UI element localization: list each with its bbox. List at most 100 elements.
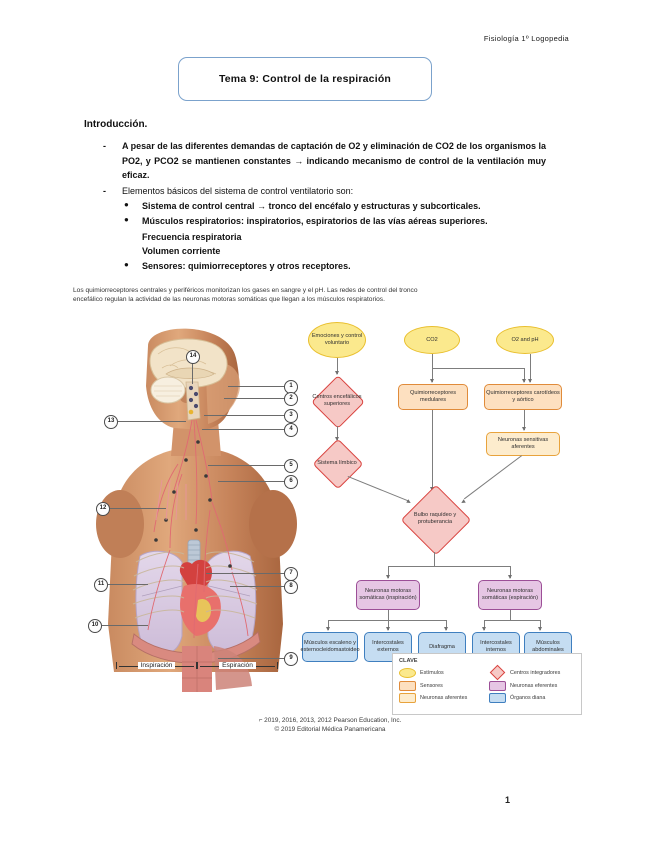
leader-line-4 <box>202 429 286 430</box>
node-co2: CO2 <box>404 326 460 354</box>
arrowhead-abdominales <box>537 627 542 631</box>
conn-insp-bus <box>328 620 446 621</box>
conn-insp-b2 <box>388 620 389 630</box>
callout-11: 11 <box>94 578 108 592</box>
conn-sensitivas-bulbo <box>463 455 522 500</box>
leader-line-8 <box>230 586 286 587</box>
bullet-dot-icon: ● <box>124 200 129 210</box>
page-number: 1 <box>505 795 511 805</box>
legend-swatch-sensor-icon <box>399 680 416 691</box>
conn-insp-b1 <box>328 620 329 630</box>
leader-line-3 <box>204 415 286 416</box>
bullet-label-1: Sistema de control central → tronco del … <box>142 201 481 212</box>
callout-3: 3 <box>284 409 298 423</box>
arrowhead-inspiracion <box>385 575 390 579</box>
leader-line-9 <box>218 658 286 659</box>
arrowhead-o2 <box>527 379 532 383</box>
node-centros-encefalicos: Centros encefálicos superiores <box>312 394 362 407</box>
conn-esp-down <box>510 610 511 620</box>
callout-5: 5 <box>284 459 298 473</box>
dash-item-1: - A pesar de las diferentes demandas de … <box>84 139 546 183</box>
body-content: - A pesar de las diferentes demandas de … <box>84 139 546 274</box>
legend-swatch-oval-icon <box>399 667 416 678</box>
node-neuronas-sensitivas: Neuronas sensitivas aferentes <box>486 432 560 456</box>
legend-swatch-afferent-icon <box>399 693 416 703</box>
leader-line-11 <box>108 584 148 585</box>
arrowhead-co2-medulares <box>429 379 434 383</box>
espiration-label-wrap: Espiración <box>197 662 278 669</box>
leader-line-2 <box>224 398 286 399</box>
espiration-label: Espiración <box>219 662 256 669</box>
arrowhead-intercostales-externos <box>385 627 390 631</box>
arrowhead-escaleno <box>325 627 330 631</box>
conn-co2-right <box>432 368 524 369</box>
leader-line-14 <box>192 362 193 384</box>
conn-centros-down <box>337 426 338 440</box>
conn-carotideos-down <box>524 410 525 430</box>
conn-emociones-down <box>337 358 338 374</box>
callout-9: 9 <box>284 652 298 666</box>
conn-to-espiracion <box>510 566 511 578</box>
leader-line-5 <box>208 465 286 466</box>
page-title: Tema 9: Control de la respiración <box>218 73 392 85</box>
legend-item-organos-diana: Órganos diana <box>489 693 575 703</box>
document-header: Fisiología 1º Logopedia <box>483 34 569 43</box>
dash-marker: - <box>103 185 106 196</box>
conn-bulbo-down <box>434 552 435 566</box>
node-sistema-limbico-wrap: Sistema límbico <box>312 438 364 490</box>
breathing-phase-labels: Inspiración Espiración <box>116 662 278 669</box>
arrowhead-intercostales-internos <box>481 627 486 631</box>
legend-label-sensores: Sensores <box>420 682 443 689</box>
conn-co2-down <box>432 354 433 368</box>
section-heading: Introducción. <box>84 119 148 130</box>
conn-o2-down <box>530 354 531 382</box>
node-o2-ph: O2 and pH <box>496 326 554 354</box>
sub-line-2: Volumen corriente <box>142 246 221 257</box>
node-sistema-limbico: Sistema límbico <box>317 459 357 466</box>
legend-label-neuronas-eferentes: Neuronas eferentes <box>510 682 558 689</box>
node-quimio-medulares: Quimiorreceptores medulares <box>398 384 468 410</box>
legend-title: CLAVE <box>399 658 418 664</box>
callout-12: 12 <box>96 502 110 516</box>
arrowhead-diafragma <box>443 627 448 631</box>
conn-co2-to-carotideos <box>524 368 525 382</box>
callout-7: 7 <box>284 567 298 581</box>
anatomy-illustration: 1 2 3 4 5 6 7 8 9 10 11 12 13 <box>78 324 310 694</box>
sub-line-1: Frecuencia respiratoria <box>142 231 242 242</box>
legend-swatch-diamond-icon <box>489 664 506 681</box>
conn-insp-down <box>388 610 389 620</box>
node-centros-encefalicos-wrap: Centros encefálicos superiores <box>310 374 365 429</box>
inspiration-label-wrap: Inspiración <box>116 662 197 669</box>
bullet-dot-icon: ● <box>124 259 129 269</box>
leader-line-13 <box>118 421 186 422</box>
dash-item-2: - Elementos básicos del sistema de contr… <box>84 184 546 199</box>
callout-13: 13 <box>104 415 118 429</box>
node-quimio-carotideos: Quimiorreceptores carotídeos y aórtico <box>484 384 562 410</box>
callout-10: 10 <box>88 619 102 633</box>
leader-line-10 <box>102 625 148 626</box>
conn-esp-bus <box>484 620 540 621</box>
leader-line-7 <box>206 573 286 574</box>
legend-item-estimulos: Estímulos <box>399 667 485 678</box>
legend-label-neuronas-aferentes: Neuronas aferentes <box>420 695 468 701</box>
conn-to-inspiracion <box>388 566 389 578</box>
dash-marker: - <box>103 141 106 151</box>
node-escaleno: Músculos escaleno y esternocleidomastoid… <box>300 632 360 662</box>
node-motoras-espiracion: Neuronas motoras somáticas (espiración) <box>478 580 542 610</box>
legend-label-centros-integradores: Centros integradores <box>510 669 561 676</box>
bullet-list: ● Sistema de control central → tronco de… <box>84 199 546 273</box>
conn-esp-b1 <box>484 620 485 630</box>
arrowhead-carotideos <box>521 427 526 431</box>
list-item: ● Sensores: quimiorreceptores y otros re… <box>84 259 546 274</box>
conn-bulbo-split <box>388 566 510 567</box>
legend-item-centros-integradores: Centros integradores <box>489 664 575 681</box>
arrowhead-emociones <box>334 371 339 375</box>
bullet-label-3: Sensores: quimiorreceptores y otros rece… <box>142 260 351 271</box>
leader-line-6 <box>218 481 286 482</box>
conn-insp-b3 <box>446 620 447 630</box>
copyright-block: ⌐ 2019, 2016, 2013, 2012 Pearson Educati… <box>180 716 480 734</box>
bullet-label-2: Músculos respiratorios: inspiratorios, e… <box>142 216 488 227</box>
copyright-line-2: © 2019 Editorial Médica Panamericana <box>274 726 386 733</box>
inspiration-label: Inspiración <box>137 662 176 669</box>
